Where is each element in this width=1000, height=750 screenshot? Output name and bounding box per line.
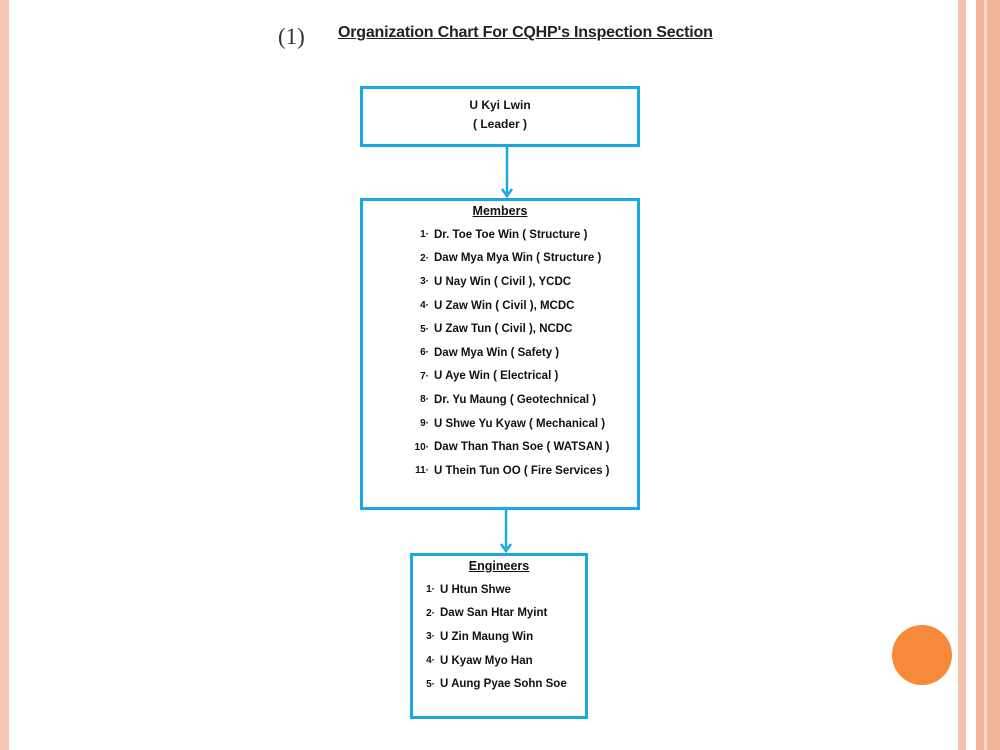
list-item: 8·Dr. Yu Maung ( Geotechnical ): [420, 393, 597, 406]
list-item: 6·Daw Mya Win ( Safety ): [420, 346, 560, 359]
list-item: 2·Daw Mya Mya Win ( Structure ): [420, 252, 602, 265]
list-item: 1·Dr. Toe Toe Win ( Structure ): [420, 228, 588, 241]
right-decor-stripe-line: [984, 0, 987, 750]
list-item: 9·U Shwe Yu Kyaw ( Mechanical ): [420, 417, 606, 430]
right-decor-gap: [966, 0, 976, 750]
right-decor-stripe-outer: [976, 0, 1000, 750]
list-item: 7·U Aye Win ( Electrical ): [420, 370, 559, 383]
members-box: Members 1·Dr. Toe Toe Win ( Structure ) …: [360, 198, 640, 510]
chart-title: Organization Chart For CQHP's Inspection…: [338, 24, 713, 41]
list-item: 10·Daw Than Than Soe ( WATSAN ): [414, 441, 610, 454]
members-list: 1·Dr. Toe Toe Win ( Structure ) 2·Daw My…: [407, 223, 637, 483]
leader-role: ( Leader ): [472, 117, 527, 131]
list-item: 2·Daw San Htar Myint: [426, 607, 548, 620]
members-heading: Members: [472, 204, 528, 218]
orange-circle-decor: [892, 625, 952, 685]
leader-box: U Kyi Lwin ( Leader ): [360, 86, 640, 147]
engineers-heading: Engineers: [468, 559, 530, 573]
list-item: 5·U Zaw Tun ( Civil ), NCDC: [420, 323, 573, 336]
engineers-box: Engineers 1·U Htun Shwe 2·Daw San Htar M…: [410, 553, 588, 719]
list-item: 4·U Kyaw Myo Han: [426, 654, 533, 667]
list-item: 5·U Aung Pyae Sohn Soe: [426, 678, 567, 691]
list-item: 11·U Thein Tun OO ( Fire Services ): [415, 464, 610, 477]
slide-number: (1): [278, 24, 305, 49]
list-item: 3·U Zin Maung Win: [426, 630, 534, 643]
list-item: 4·U Zaw Win ( Civil ), MCDC: [420, 299, 575, 312]
leader-to-members-arrow: [500, 146, 514, 199]
leader-name: U Kyi Lwin: [469, 98, 531, 112]
members-to-engineers-arrow: [499, 509, 513, 554]
left-decor-stripe: [0, 0, 9, 750]
engineers-list: 1·U Htun Shwe 2·Daw San Htar Myint 3·U Z…: [413, 578, 585, 696]
right-decor-stripe-inner: [958, 0, 966, 750]
list-item: 1·U Htun Shwe: [426, 583, 511, 596]
list-item: 3·U Nay Win ( Civil ), YCDC: [420, 275, 572, 288]
